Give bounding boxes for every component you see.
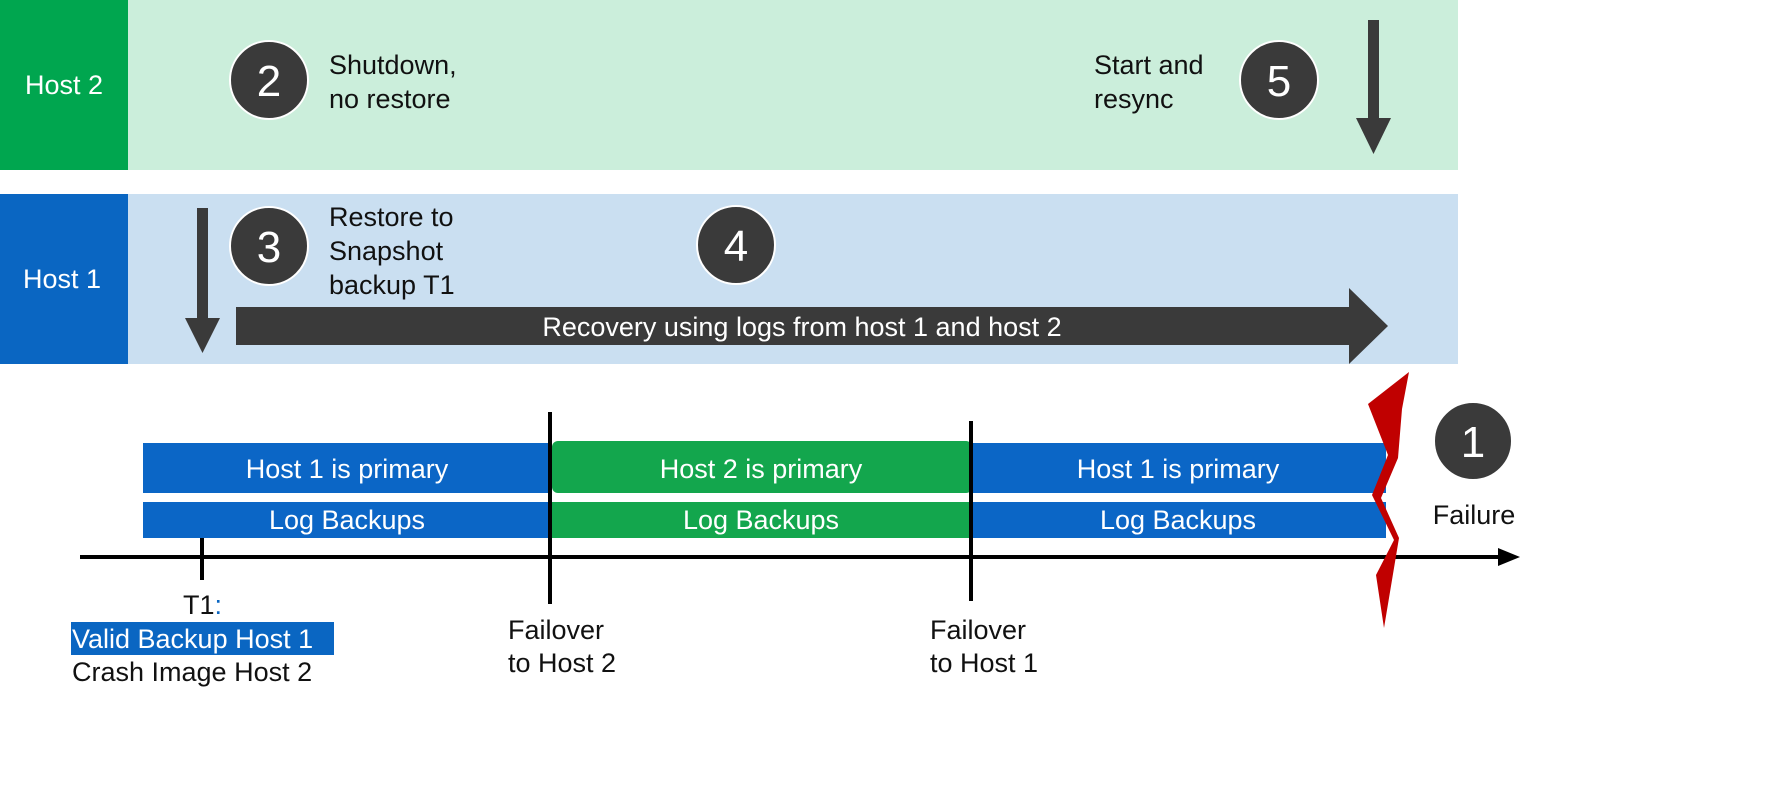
t1-valid-backup-text: Valid Backup Host 1 (72, 624, 313, 654)
step-5-text-line2: resync (1094, 84, 1174, 114)
host2-down-arrow (1356, 20, 1391, 154)
t1-crash-image-text: Crash Image Host 2 (72, 657, 312, 687)
host1-down-arrow (185, 208, 220, 353)
failure-label: Failure (1433, 500, 1516, 530)
step-2-circle (229, 40, 309, 120)
t1-label-text: T1 (183, 590, 215, 620)
step-5: Start and resync 5 (1094, 20, 1391, 154)
failover-1-marker (548, 412, 552, 604)
segment-3-primary-bar (972, 443, 1386, 493)
step-5-number: 5 (1267, 57, 1291, 106)
step-4-circle (696, 205, 776, 285)
failover-1-line1: Failover (508, 615, 604, 645)
t1-label: T1: (183, 590, 222, 620)
timeline-axis (80, 548, 1520, 566)
segment-1-primary-label: Host 1 is primary (246, 454, 449, 484)
step-3-text-line2: Snapshot (329, 236, 444, 266)
step-2-text-line2: no restore (329, 84, 451, 114)
segment-1-primary-bar (143, 443, 549, 493)
failure-bolt (1368, 372, 1409, 628)
segment-2-primary-bar (552, 441, 972, 493)
step-2: 2 Shutdown, no restore (229, 40, 457, 120)
segment-3-logs-bar (972, 502, 1386, 538)
t1-annotation: T1: Valid Backup Host 1 Crash Image Host… (71, 590, 334, 687)
step-5-circle (1239, 40, 1319, 120)
step-2-number: 2 (257, 57, 281, 106)
segment-3-primary-label: Host 1 is primary (1077, 454, 1280, 484)
step-2-text-line1: Shutdown, (329, 50, 457, 80)
step-3: 3 Restore to Snapshot backup T1 (185, 202, 455, 353)
segment-1-logs-label: Log Backups (269, 505, 425, 535)
step-1: 1 Failure (1433, 401, 1516, 530)
step-3-text-line3: backup T1 (329, 270, 455, 300)
segment-2-logs-label: Log Backups (683, 505, 839, 535)
failover-2-annotation: Failover to Host 1 (930, 615, 1038, 678)
failover-2-line1: Failover (930, 615, 1026, 645)
step-4: 4 (696, 205, 776, 285)
segment-2-primary-label: Host 2 is primary (660, 454, 863, 484)
step-1-number: 1 (1461, 418, 1485, 467)
timeline-segments: Host 1 is primary Log Backups Host 2 is … (143, 441, 1386, 538)
failover-1-line2: to Host 2 (508, 648, 616, 678)
step-1-circle (1433, 401, 1513, 481)
host1-label: Host 1 (23, 264, 101, 294)
step-5-text-line1: Start and (1094, 50, 1204, 80)
t1-valid-backup-highlight (71, 622, 334, 655)
host1-label-box (0, 194, 128, 364)
recovery-arrow-label: Recovery using logs from host 1 and host… (542, 312, 1061, 342)
t1-marker (200, 538, 204, 580)
segment-3-logs-label: Log Backups (1100, 505, 1256, 535)
failover-2-line2: to Host 1 (930, 648, 1038, 678)
failover-2-marker (969, 421, 973, 601)
step-4-number: 4 (724, 222, 748, 271)
host2-lane-background (128, 0, 1458, 170)
segment-1-logs-bar (143, 502, 549, 538)
segment-2-logs-bar (552, 502, 972, 538)
step-3-text-line1: Restore to (329, 202, 454, 232)
t1-label-colon: : (215, 590, 223, 620)
step-3-number: 3 (257, 223, 281, 272)
failover-1-annotation: Failover to Host 2 (508, 615, 616, 678)
step-3-circle (229, 206, 309, 286)
host2-lane: Host 2 (0, 0, 1458, 170)
recovery-arrow: Recovery using logs from host 1 and host… (236, 288, 1388, 364)
host2-label: Host 2 (25, 70, 103, 100)
host2-label-box (0, 0, 128, 170)
